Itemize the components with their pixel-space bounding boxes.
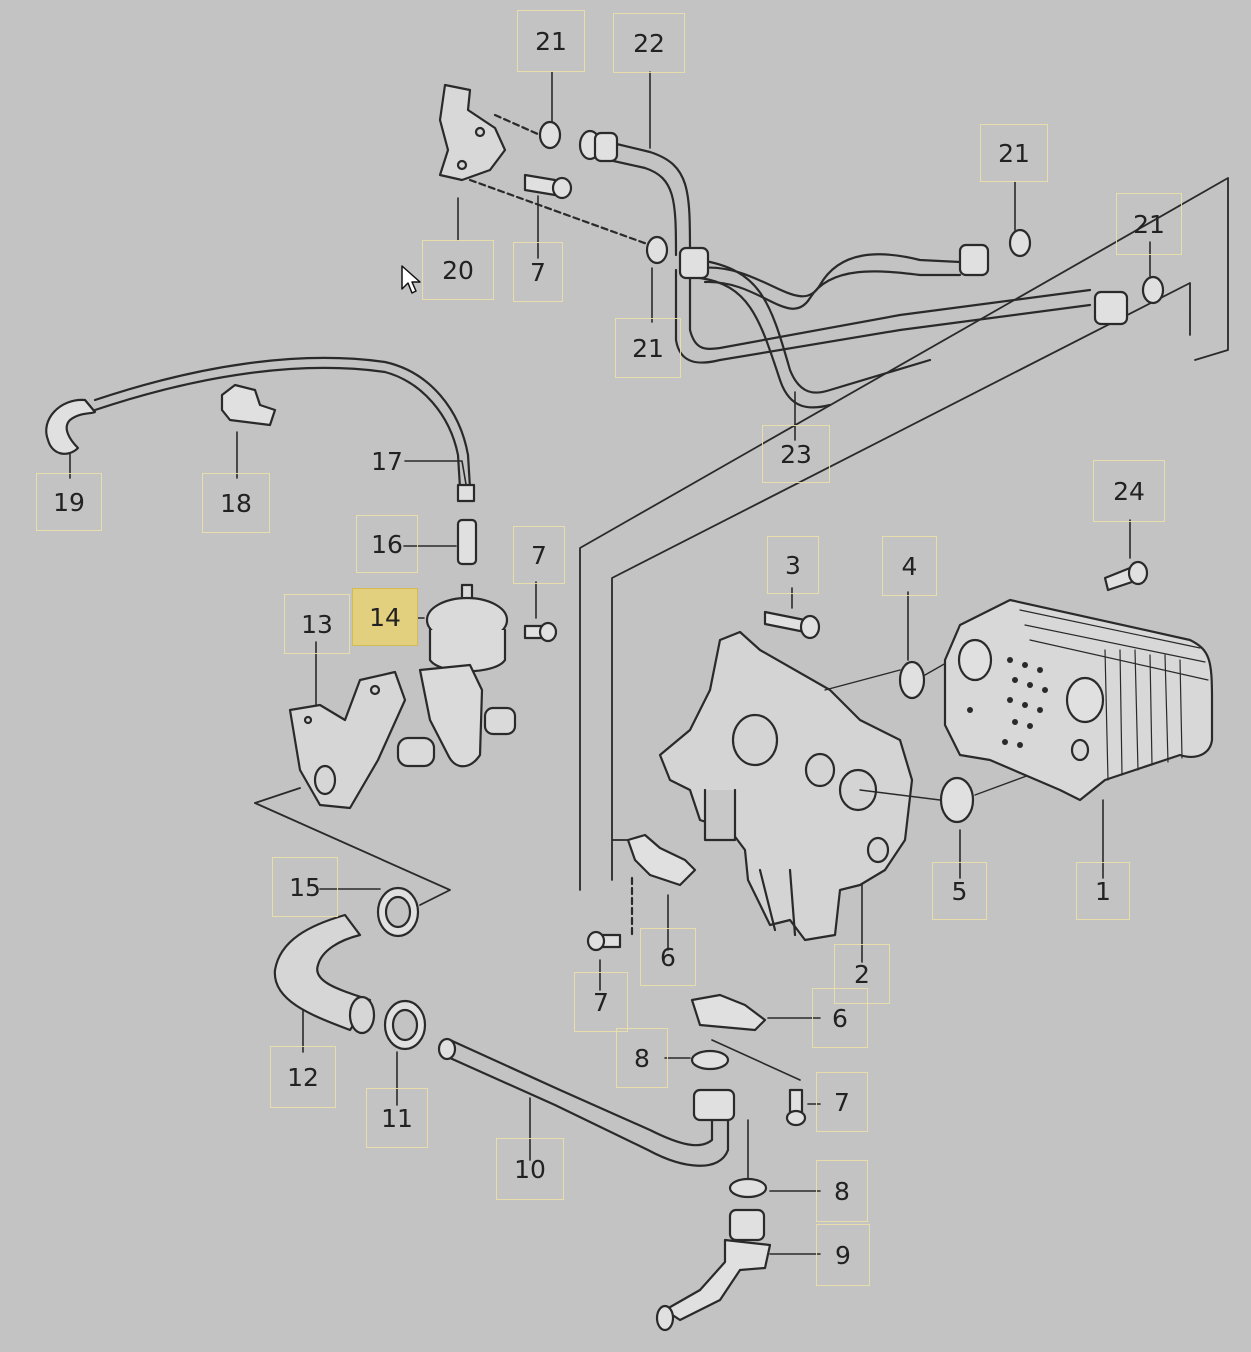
- part-label-9[interactable]: 9: [816, 1224, 870, 1286]
- part-label-7[interactable]: 7: [513, 242, 563, 302]
- bolt-part-3: [763, 610, 821, 640]
- hose-elbow-19: [45, 398, 97, 455]
- part-label-7[interactable]: 7: [513, 526, 565, 584]
- thermostat-valve-14: [396, 583, 517, 768]
- part-label-19[interactable]: 19: [36, 473, 102, 531]
- part-label-7[interactable]: 7: [816, 1072, 868, 1132]
- part-label-8[interactable]: 8: [816, 1160, 868, 1222]
- bolt-part-24: [1103, 560, 1149, 592]
- part-label-21[interactable]: 21: [517, 10, 585, 72]
- bolt-part-7-top: [523, 173, 573, 200]
- oil-lines-22-23: [578, 129, 1129, 409]
- part-label-6[interactable]: 6: [640, 928, 696, 986]
- sealing-rings-8: [690, 1049, 768, 1199]
- part-label-15[interactable]: 15: [272, 857, 338, 917]
- part-label-8[interactable]: 8: [616, 1028, 668, 1088]
- coolant-hose-12: [273, 913, 376, 1035]
- part-label-16[interactable]: 16: [356, 515, 418, 573]
- sleeve-part-16: [456, 518, 478, 566]
- part-label-7[interactable]: 7: [574, 972, 628, 1032]
- part-label-17[interactable]: 17: [371, 446, 403, 476]
- part-label-14-highlighted[interactable]: 14: [352, 588, 418, 646]
- pipe-elbow-9: [655, 1208, 772, 1332]
- part-label-10[interactable]: 10: [496, 1138, 564, 1200]
- assembly-guide-lines: [254, 177, 1229, 906]
- sealing-rings-21: [538, 120, 1165, 305]
- oil-cooler-1: [943, 598, 1214, 802]
- part-label-24[interactable]: 24: [1093, 460, 1165, 522]
- part-label-3[interactable]: 3: [767, 536, 819, 594]
- part-label-21[interactable]: 21: [615, 318, 681, 378]
- part-label-5[interactable]: 5: [932, 862, 987, 920]
- oil-pipe-10: [437, 1037, 736, 1167]
- mouse-cursor-icon: [401, 265, 421, 294]
- hose-clamps-11-15: [376, 886, 427, 1051]
- part-label-4[interactable]: 4: [882, 536, 937, 596]
- bolt-part-7-mid: [523, 621, 558, 643]
- part-label-13[interactable]: 13: [284, 594, 350, 654]
- clip-part-18: [220, 383, 277, 427]
- oil-filter-housing-2: [658, 630, 914, 942]
- part-label-1[interactable]: 1: [1076, 862, 1130, 920]
- part-label-11[interactable]: 11: [366, 1088, 428, 1148]
- part-label-21[interactable]: 21: [980, 124, 1048, 182]
- o-rings-4-5: [824, 614, 1071, 824]
- retaining-brackets-6: [626, 833, 767, 1032]
- part-label-20[interactable]: 20: [422, 240, 494, 300]
- part-label-18[interactable]: 18: [202, 473, 270, 533]
- mounting-bracket-13: [288, 670, 407, 810]
- part-label-23[interactable]: 23: [762, 425, 830, 483]
- bolts-part-7-lower: [586, 930, 807, 1127]
- vacuum-hose-17: [93, 356, 476, 503]
- part-label-22[interactable]: 22: [613, 13, 685, 73]
- part-label-2[interactable]: 2: [834, 944, 890, 1004]
- bracket-part-20: [438, 83, 652, 247]
- part-label-12[interactable]: 12: [270, 1046, 336, 1108]
- part-label-21[interactable]: 21: [1116, 193, 1182, 255]
- part-label-6[interactable]: 6: [812, 988, 868, 1048]
